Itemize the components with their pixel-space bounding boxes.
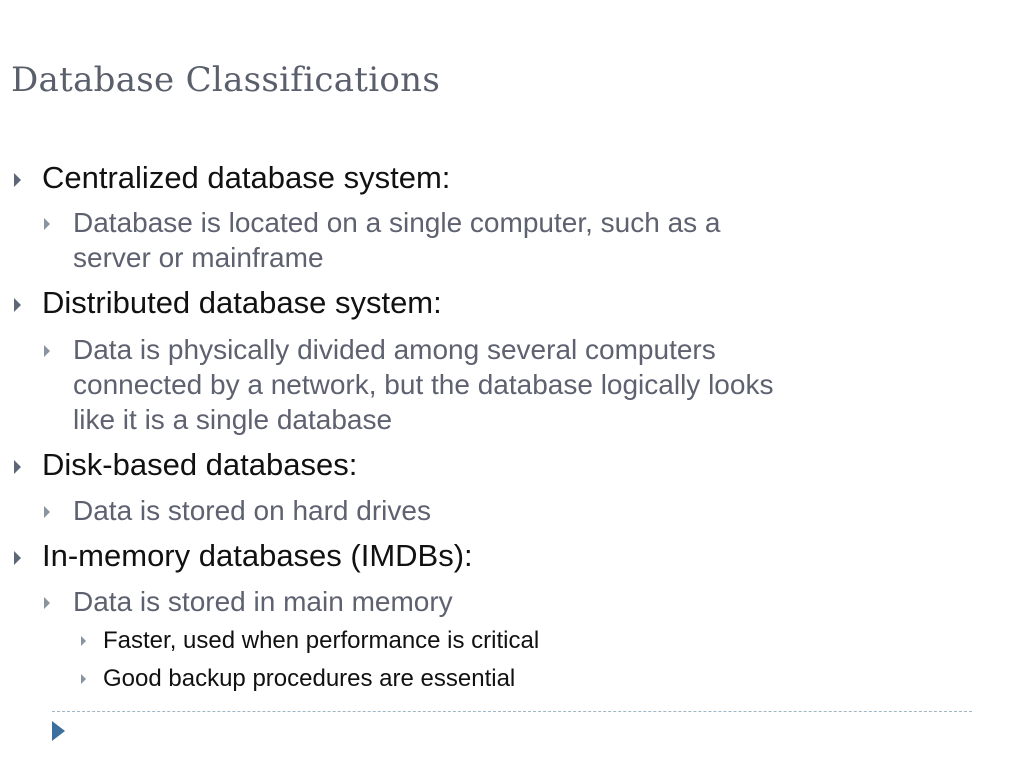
bullet-label: Disk-based databases: (42, 447, 358, 482)
sub-sub-bullet-label: Good backup procedures are essential (103, 665, 516, 692)
sub-sub-bullet-triangle-icon (81, 636, 86, 646)
sub-bullet-line: connected by a network, but the database… (73, 369, 774, 400)
bullet-triangle-icon (14, 298, 21, 312)
bullet-label: Centralized database system: (42, 160, 451, 195)
footer-divider (52, 711, 972, 712)
bullet-triangle-icon (14, 551, 21, 565)
sub-bullet-triangle-icon (44, 345, 50, 357)
sub-bullet-triangle-icon (44, 506, 50, 518)
sub-bullet-line: like it is a single database (73, 404, 393, 435)
bullet-triangle-icon (14, 173, 21, 187)
slide-title: Database Classifications (11, 60, 441, 100)
sub-bullet-line: server or mainframe (73, 242, 324, 273)
bullet-label: In-memory databases (IMDBs): (42, 538, 473, 573)
bullet-label: Distributed database system: (42, 285, 442, 320)
sub-bullet-line: Data is stored on hard drives (73, 495, 431, 526)
sub-bullet-line: Data is physically divided among several… (73, 334, 716, 365)
sub-bullet-triangle-icon (44, 597, 50, 609)
footer-arrow-icon (52, 721, 65, 741)
sub-bullet-line: Data is stored in main memory (73, 586, 453, 617)
sub-sub-bullet-label: Faster, used when performance is critica… (103, 627, 540, 654)
sub-bullet-line: Database is located on a single computer… (73, 207, 721, 238)
sub-bullet-triangle-icon (44, 218, 50, 230)
sub-sub-bullet-triangle-icon (81, 674, 86, 684)
bullet-triangle-icon (14, 460, 21, 474)
